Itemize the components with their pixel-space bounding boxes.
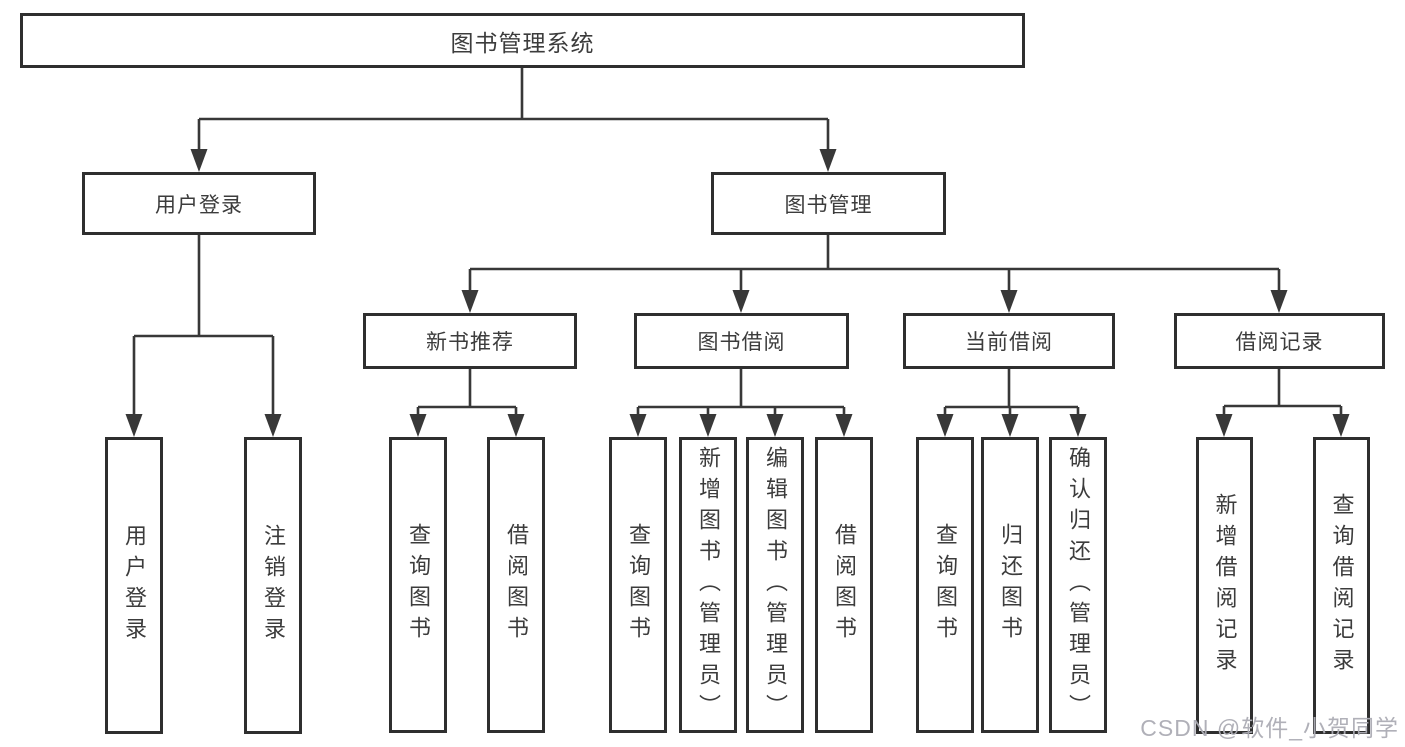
node-library-management-system: 图书管理系统 — [20, 13, 1025, 68]
leaf-borrow-books: 借阅图书 — [815, 437, 873, 733]
csdn-watermark: CSDN @软件_小贺同学 — [1140, 715, 1399, 741]
leaf-query-books: 查询图书 — [389, 437, 447, 733]
node-book-borrowing: 图书借阅 — [634, 313, 849, 369]
leaf-add-borrow-record: 新增借阅记录 — [1196, 437, 1253, 734]
leaf-logout: 注销登录 — [244, 437, 302, 734]
leaf-edit-books-admin: 编辑图书（管理员） — [746, 437, 804, 733]
leaf-query-borrow-record: 查询借阅记录 — [1313, 437, 1370, 734]
leaf-query-books: 查询图书 — [609, 437, 667, 733]
node-book-management: 图书管理 — [711, 172, 946, 235]
leaf-return-books: 归还图书 — [981, 437, 1039, 733]
leaf-user-login: 用户登录 — [105, 437, 163, 734]
node-new-book-recommendation: 新书推荐 — [363, 313, 577, 369]
leaf-add-books-admin: 新增图书（管理员） — [679, 437, 737, 733]
leaf-query-books: 查询图书 — [916, 437, 974, 733]
node-current-borrowing: 当前借阅 — [903, 313, 1115, 369]
leaf-confirm-return-admin: 确认归还（管理员） — [1049, 437, 1107, 733]
node-borrowing-records: 借阅记录 — [1174, 313, 1385, 369]
node-user-login: 用户登录 — [82, 172, 316, 235]
leaf-borrow-books: 借阅图书 — [487, 437, 545, 733]
